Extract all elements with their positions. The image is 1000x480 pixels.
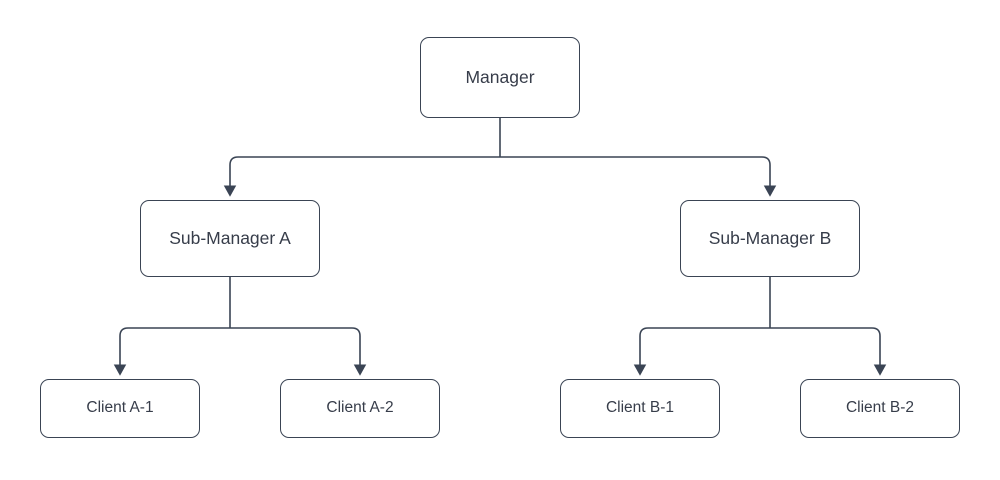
edge-branch-a-to-leaf-a1 <box>113 327 230 376</box>
edge-branch-b-to-leaf-b1 <box>633 327 770 376</box>
node-client-a-1[interactable]: Client A-1 <box>40 379 200 438</box>
edge-branch-b-to-leaf-b2 <box>770 327 887 376</box>
node-client-b-2[interactable]: Client B-2 <box>800 379 960 438</box>
node-manager[interactable]: Manager <box>420 37 580 118</box>
node-sub-manager-a-label: Sub-Manager A <box>169 228 291 248</box>
node-client-a-2[interactable]: Client A-2 <box>280 379 440 438</box>
node-sub-manager-b[interactable]: Sub-Manager B <box>680 200 860 277</box>
edge-root-to-branch-a <box>223 156 500 197</box>
node-client-b-2-label: Client B-2 <box>845 399 915 417</box>
node-sub-manager-b-label: Sub-Manager B <box>708 228 832 248</box>
node-manager-label: Manager <box>465 67 535 87</box>
node-client-b-1[interactable]: Client B-1 <box>560 379 720 438</box>
node-client-a-1-label: Client A-1 <box>86 399 154 417</box>
edge-branch-a-to-leaf-a2 <box>230 327 367 376</box>
node-client-a-2-label: Client A-2 <box>326 399 394 417</box>
edge-root-to-branch-b <box>500 156 777 197</box>
node-client-b-1-label: Client B-1 <box>605 399 675 417</box>
node-sub-manager-a[interactable]: Sub-Manager A <box>140 200 320 277</box>
